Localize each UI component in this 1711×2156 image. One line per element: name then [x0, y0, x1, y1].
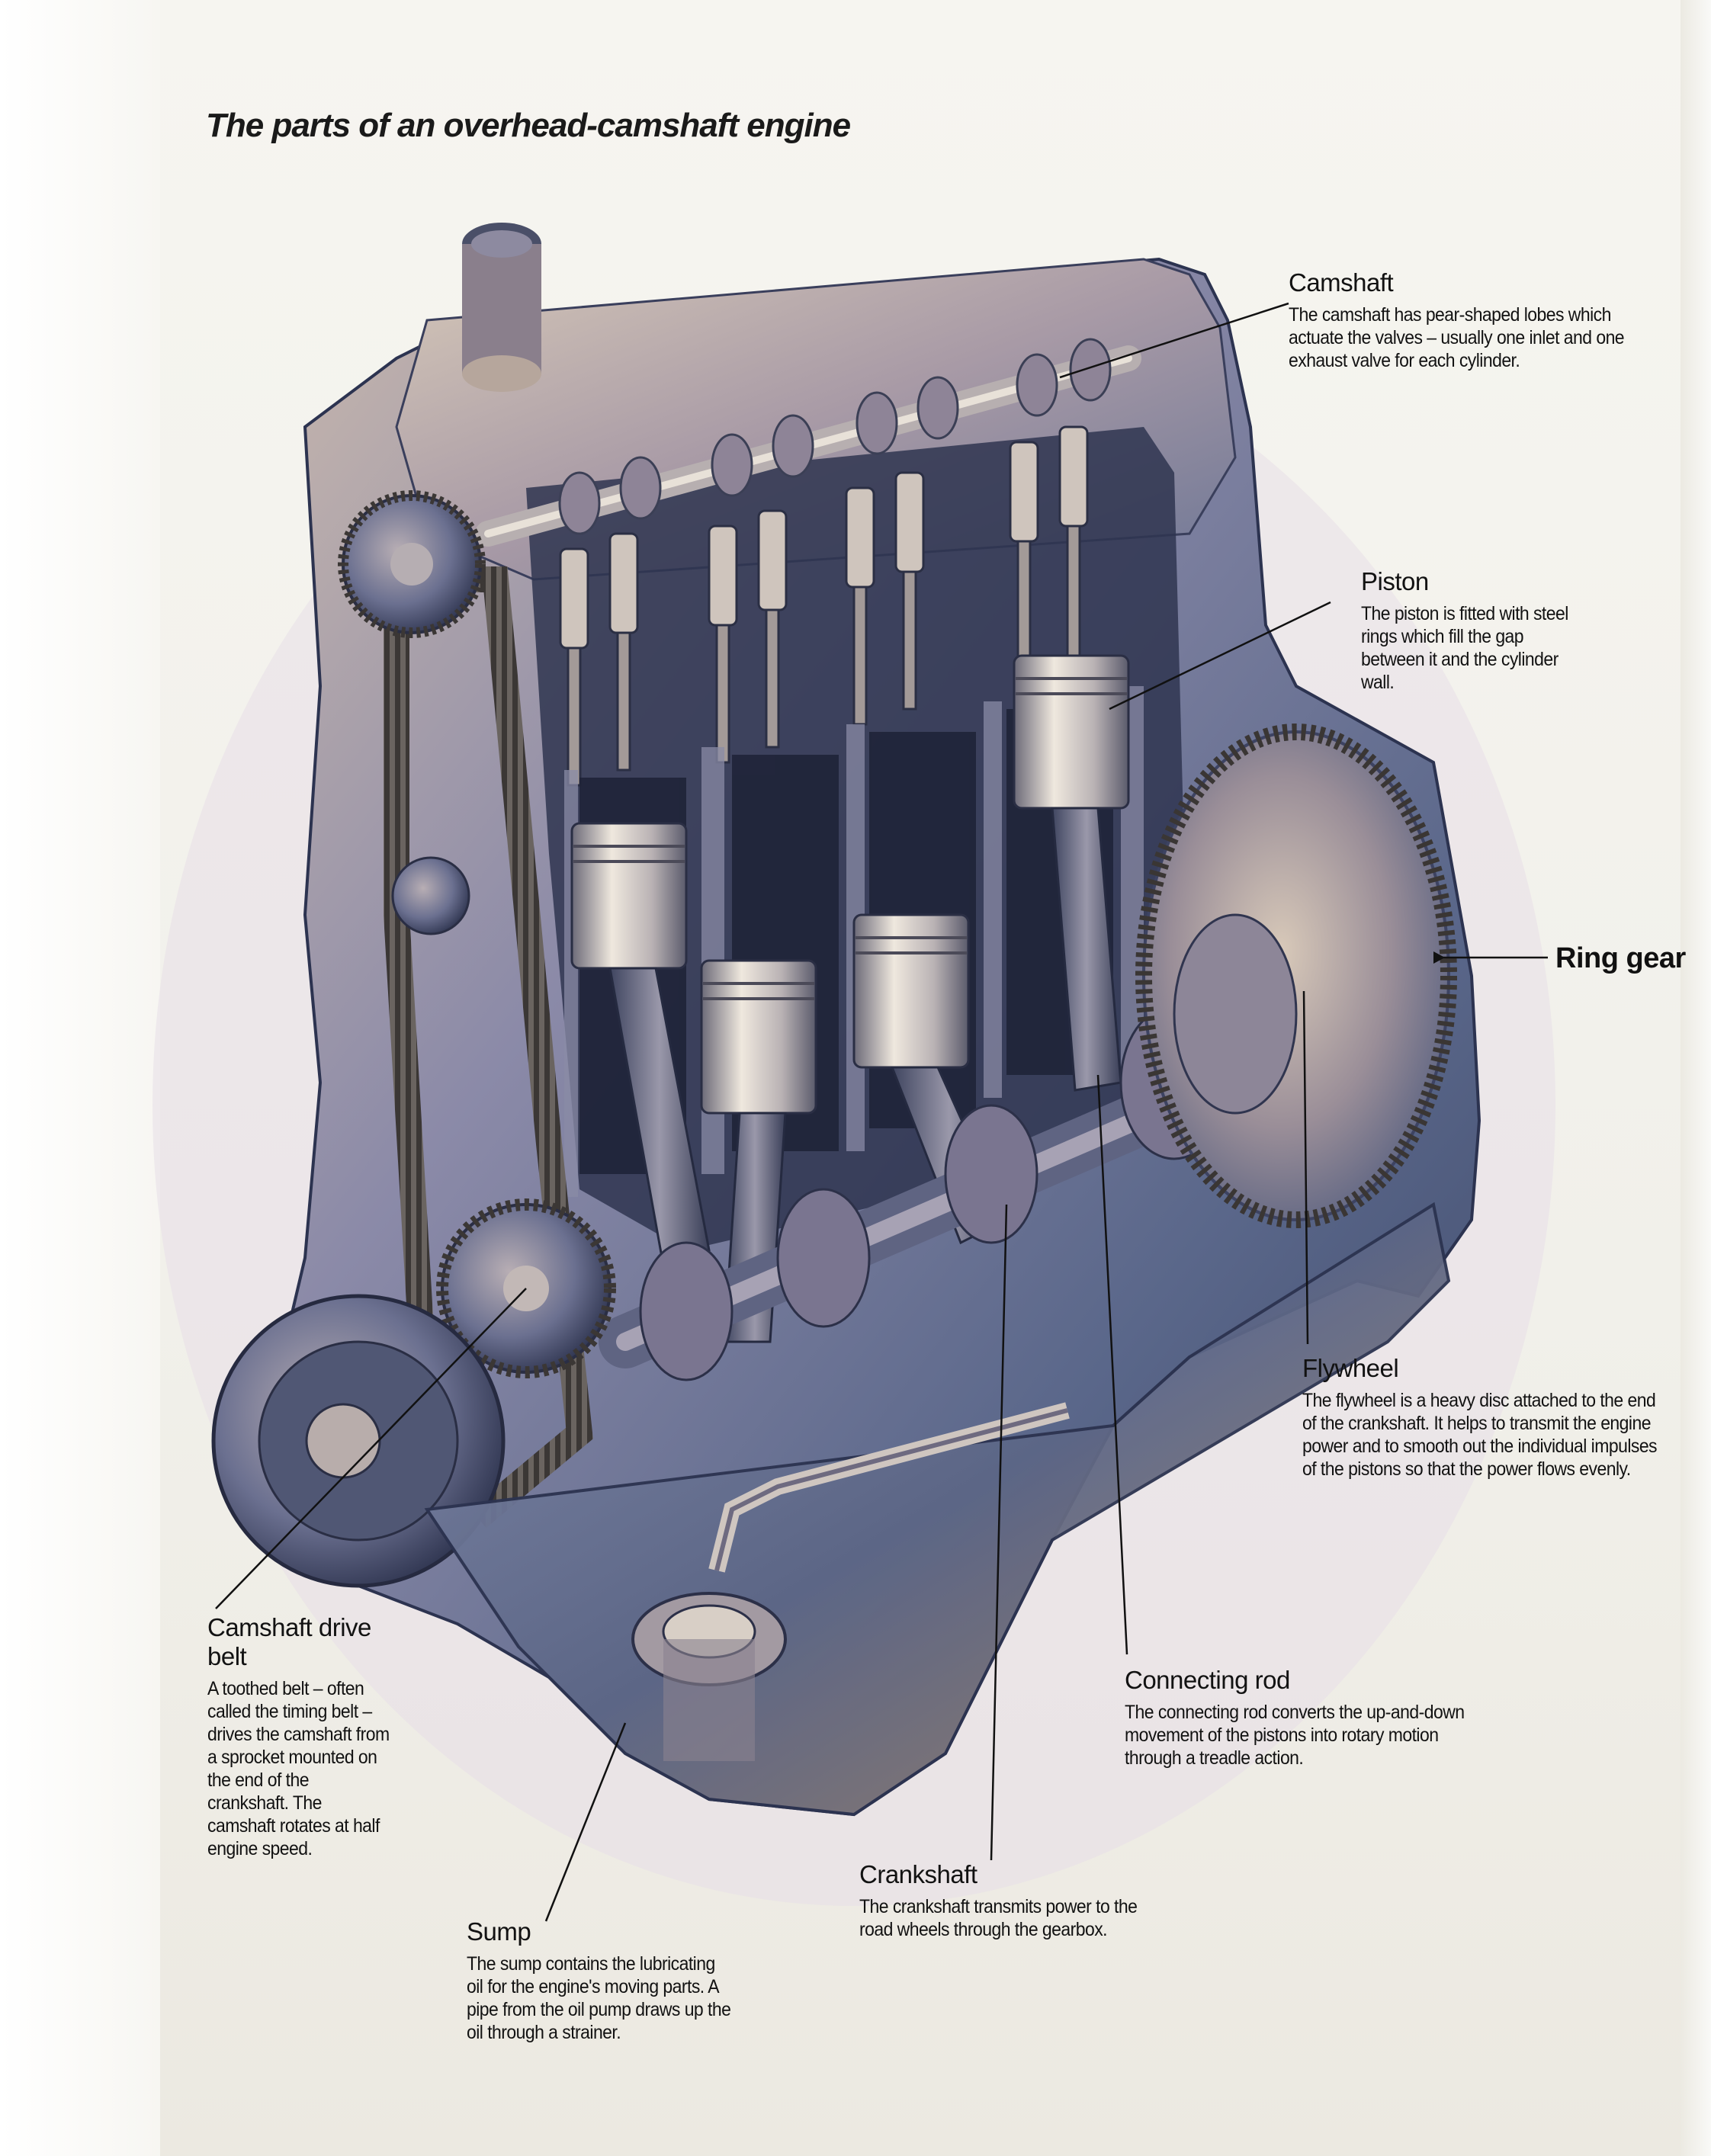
flywheel-heading: Flywheel — [1302, 1354, 1399, 1382]
page-margin-left — [0, 0, 160, 2156]
flywheel-description: The flywheel is a heavy disc attached to… — [1302, 1390, 1658, 1480]
crankshaft-description: The crankshaft transmits power to the ro… — [859, 1896, 1138, 1940]
diagram-title: The parts of an overhead-camshaft engine — [206, 107, 851, 144]
piston-label: Piston The piston is fitted with steel r… — [1361, 567, 1590, 694]
camshaft-drive-belt-label: Camshaft drive belt A toothed belt – oft… — [207, 1613, 409, 1860]
connecting-rod-label: Connecting rod The connecting rod conver… — [1125, 1666, 1498, 1769]
sump-label: Sump The sump contains the lubricating o… — [467, 1917, 756, 2044]
camshaft-label: Camshaft The camshaft has pear-shaped lo… — [1289, 268, 1685, 372]
sump-description: The sump contains the lubricating oil fo… — [467, 1953, 731, 2043]
crankshaft-label: Crankshaft The crankshaft transmits powe… — [859, 1860, 1180, 1941]
flywheel-label: Flywheel The flywheel is a heavy disc at… — [1302, 1354, 1699, 1481]
sump-heading: Sump — [467, 1917, 531, 1946]
ring-gear-label: Ring gear — [1555, 942, 1686, 974]
page-margin-right — [1681, 0, 1711, 2156]
connecting-rod-description: The connecting rod converts the up-and-d… — [1125, 1702, 1465, 1769]
piston-description: The piston is fitted with steel rings wh… — [1361, 603, 1568, 693]
camshaft-description: The camshaft has pear-shaped lobes which… — [1289, 304, 1625, 371]
camshaft-drive-belt-heading: Camshaft drive belt — [207, 1613, 371, 1670]
crankshaft-heading: Crankshaft — [859, 1860, 977, 1888]
camshaft-drive-belt-description: A toothed belt – often called the timing… — [207, 1678, 390, 1859]
connecting-rod-heading: Connecting rod — [1125, 1666, 1290, 1694]
piston-heading: Piston — [1361, 567, 1429, 595]
camshaft-heading: Camshaft — [1289, 268, 1394, 297]
